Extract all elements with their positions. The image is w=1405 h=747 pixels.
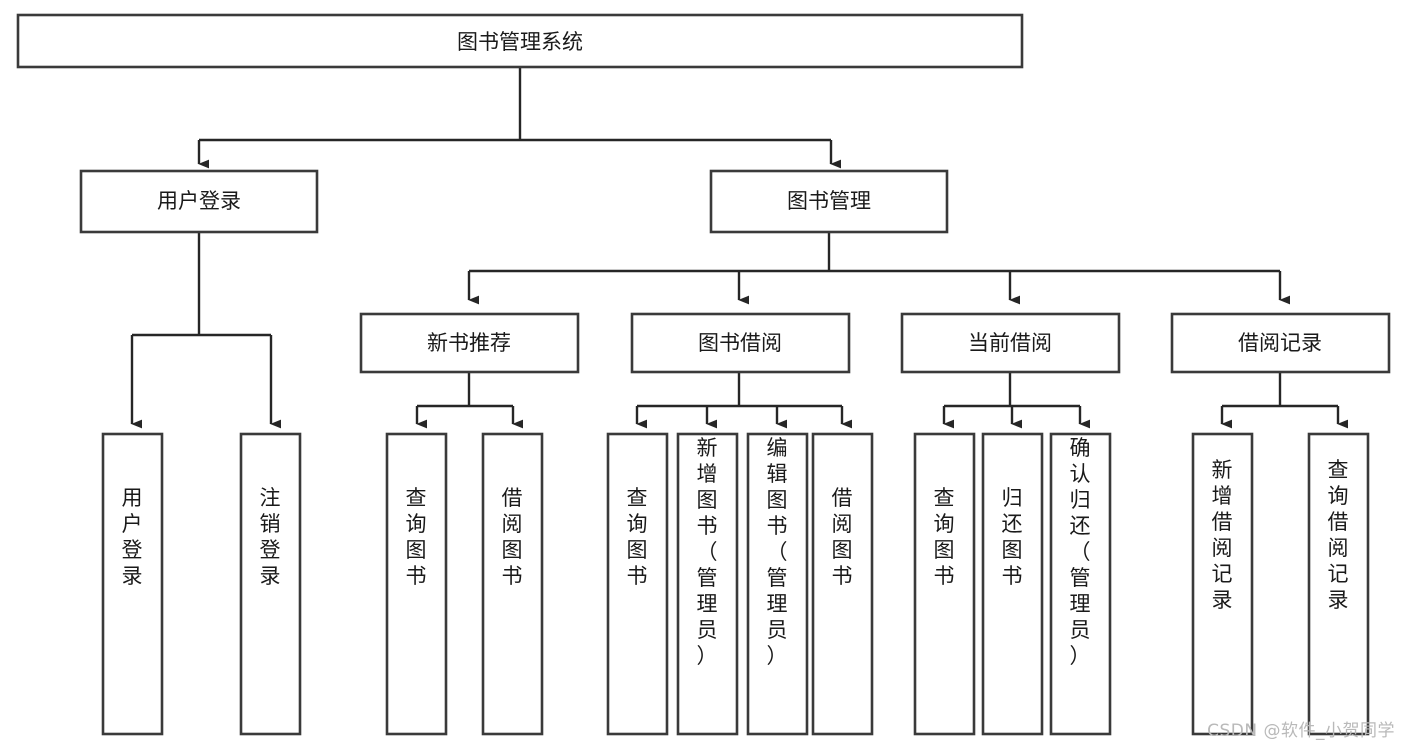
node-leaf-borrow-book-2-label: 借阅图书 xyxy=(832,486,853,588)
node-new-book-recommend-box[interactable] xyxy=(359,312,580,374)
node-leaf-borrow-book-2[interactable]: 借阅图书 xyxy=(811,432,874,736)
node-book-manage[interactable]: 图书管理 xyxy=(709,169,949,234)
node-leaf-edit-book-box[interactable] xyxy=(746,432,809,736)
node-leaf-query-book-2[interactable]: 查询图书 xyxy=(606,432,669,736)
node-new-book-recommend-label: 新书推荐 xyxy=(427,331,511,355)
node-current-borrow[interactable]: 当前借阅 xyxy=(900,312,1121,374)
node-root-label: 图书管理系统 xyxy=(457,30,583,54)
node-leaf-query-record-label: 查询借阅记录 xyxy=(1328,458,1349,612)
node-leaf-borrow-book-1-label: 借阅图书 xyxy=(502,486,523,588)
node-book-borrow[interactable]: 图书借阅 xyxy=(630,312,851,374)
node-leaf-query-book-3-box[interactable] xyxy=(913,432,976,736)
node-user-login-label: 用户登录 xyxy=(157,189,241,213)
node-borrow-record-box[interactable] xyxy=(1170,312,1391,374)
node-user-login-box[interactable] xyxy=(79,169,319,234)
node-leaf-return-book[interactable]: 归还图书 xyxy=(981,432,1044,736)
node-leaf-query-record-box[interactable] xyxy=(1307,432,1370,736)
connectors-current-borrow-to-leaves xyxy=(942,372,1091,429)
node-book-borrow-label: 图书借阅 xyxy=(698,331,782,355)
node-leaf-user-logout[interactable]: 注销登录 xyxy=(239,432,302,736)
node-borrow-record[interactable]: 借阅记录 xyxy=(1170,312,1391,374)
node-leaf-edit-book[interactable]: 编辑图书（管理员） xyxy=(746,432,809,736)
node-leaf-borrow-book-1-box[interactable] xyxy=(481,432,544,736)
node-leaf-confirm-return-box[interactable] xyxy=(1049,432,1112,736)
node-current-borrow-box[interactable] xyxy=(900,312,1121,374)
node-book-borrow-box[interactable] xyxy=(630,312,851,374)
connectors-book-manage-to-level3 xyxy=(467,232,1291,305)
node-leaf-user-logout-label: 注销登录 xyxy=(260,486,281,588)
node-leaf-return-book-box[interactable] xyxy=(981,432,1044,736)
node-leaf-borrow-book-2-box[interactable] xyxy=(811,432,874,736)
node-leaf-user-logout-box[interactable] xyxy=(239,432,302,736)
node-root[interactable]: 图书管理系统 xyxy=(16,13,1024,69)
node-leaf-query-book-2-box[interactable] xyxy=(606,432,669,736)
node-leaf-edit-book-label: 编辑图书（管理员） xyxy=(767,436,788,668)
node-user-login[interactable]: 用户登录 xyxy=(79,169,319,234)
node-leaf-user-login-label: 用户登录 xyxy=(122,486,143,588)
connectors-user-login-to-leaves xyxy=(130,232,282,429)
node-leaf-add-book[interactable]: 新增图书（管理员） xyxy=(676,432,739,736)
connectors-root-to-level2 xyxy=(197,67,842,169)
node-new-book-recommend[interactable]: 新书推荐 xyxy=(359,312,580,374)
csdn-watermark: CSDN @软件_小贺同学 xyxy=(1207,721,1395,741)
node-leaf-confirm-return-label: 确认归还（管理员） xyxy=(1070,436,1091,668)
connectors-borrow-record-to-leaves xyxy=(1220,372,1349,429)
node-leaf-query-book-1-label: 查询图书 xyxy=(406,486,427,588)
node-leaf-add-book-label: 新增图书（管理员） xyxy=(697,436,718,668)
node-leaf-query-book-3[interactable]: 查询图书 xyxy=(913,432,976,736)
node-leaf-query-record[interactable]: 查询借阅记录 xyxy=(1307,432,1370,736)
node-leaf-query-book-3-label: 查询图书 xyxy=(934,486,955,588)
node-leaf-user-login-box[interactable] xyxy=(101,432,164,736)
connectors-book-borrow-to-leaves xyxy=(635,372,853,429)
node-book-manage-label: 图书管理 xyxy=(787,189,871,213)
connectors-new-book-recommend-to-leaves xyxy=(415,372,524,429)
node-leaf-add-record-label: 新增借阅记录 xyxy=(1212,458,1233,612)
node-current-borrow-label: 当前借阅 xyxy=(968,331,1052,355)
node-leaf-return-book-label: 归还图书 xyxy=(1002,486,1023,588)
node-borrow-record-label: 借阅记录 xyxy=(1238,331,1322,355)
node-book-manage-box[interactable] xyxy=(709,169,949,234)
node-leaf-add-record-box[interactable] xyxy=(1191,432,1254,736)
node-leaf-borrow-book-1[interactable]: 借阅图书 xyxy=(481,432,544,736)
node-leaf-add-book-box[interactable] xyxy=(676,432,739,736)
node-leaf-add-record[interactable]: 新增借阅记录 xyxy=(1191,432,1254,736)
node-leaf-confirm-return[interactable]: 确认归还（管理员） xyxy=(1049,432,1112,736)
node-leaf-query-book-1-box[interactable] xyxy=(385,432,448,736)
node-leaf-query-book-2-label: 查询图书 xyxy=(627,486,648,588)
node-root-box[interactable] xyxy=(16,13,1024,69)
node-leaf-user-login[interactable]: 用户登录 xyxy=(101,432,164,736)
node-leaf-query-book-1[interactable]: 查询图书 xyxy=(385,432,448,736)
